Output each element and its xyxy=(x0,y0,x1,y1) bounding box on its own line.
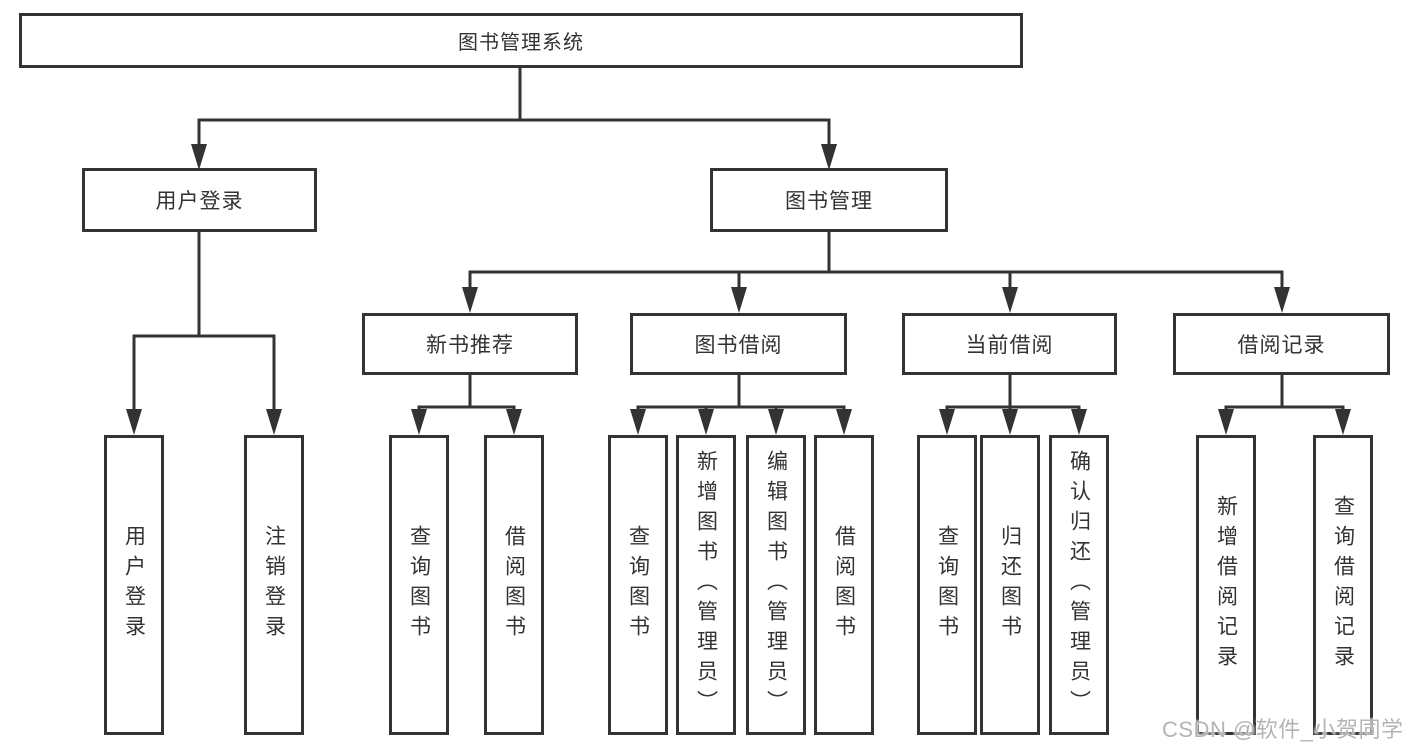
node-leaf-edit-book-admin-label: 编辑图书（管理员） xyxy=(764,450,788,720)
node-leaf-add-book-admin: 新增图书（管理员） xyxy=(676,435,736,735)
node-leaf-user-login: 用户登录 xyxy=(104,435,164,735)
node-leaf-borrow-book-2-label: 借阅图书 xyxy=(832,525,856,645)
node-leaf-return-book-label: 归还图书 xyxy=(998,525,1022,645)
node-leaf-query-book-1-label: 查询图书 xyxy=(407,525,431,645)
node-borrowing-records-label: 借阅记录 xyxy=(1237,334,1326,357)
node-leaf-query-book-3-label: 查询图书 xyxy=(935,525,959,645)
node-new-book-recommend-label: 新书推荐 xyxy=(426,334,514,357)
node-current-borrowing-label: 当前借阅 xyxy=(965,334,1054,357)
node-book-borrowing-label: 图书借阅 xyxy=(694,334,783,357)
node-library-management-system-label: 图书管理系统 xyxy=(458,32,584,54)
node-user-login: 用户登录 xyxy=(82,168,317,232)
node-leaf-add-borrow-record-label: 新增借阅记录 xyxy=(1214,495,1238,675)
node-leaf-confirm-return-admin-label: 确认归还（管理员） xyxy=(1067,450,1091,720)
node-leaf-add-borrow-record: 新增借阅记录 xyxy=(1196,435,1256,735)
node-leaf-query-borrow-record: 查询借阅记录 xyxy=(1313,435,1373,735)
node-book-management-label: 图书管理 xyxy=(785,190,873,213)
node-borrowing-records: 借阅记录 xyxy=(1173,313,1390,375)
node-leaf-edit-book-admin: 编辑图书（管理员） xyxy=(746,435,806,735)
node-leaf-add-book-admin-label: 新增图书（管理员） xyxy=(694,450,718,720)
node-leaf-query-book-2-label: 查询图书 xyxy=(626,525,650,645)
node-leaf-borrow-book-1-label: 借阅图书 xyxy=(502,525,526,645)
node-user-login-label: 用户登录 xyxy=(155,190,244,213)
node-leaf-logout: 注销登录 xyxy=(244,435,304,735)
node-leaf-logout-label: 注销登录 xyxy=(262,525,286,645)
node-leaf-query-book-1: 查询图书 xyxy=(389,435,449,735)
node-current-borrowing: 当前借阅 xyxy=(902,313,1117,375)
node-book-management: 图书管理 xyxy=(710,168,948,232)
node-leaf-user-login-label: 用户登录 xyxy=(122,525,146,645)
node-leaf-borrow-book-2: 借阅图书 xyxy=(814,435,874,735)
node-leaf-query-book-3: 查询图书 xyxy=(917,435,977,735)
csdn-watermark: CSDN @软件_小贺同学 xyxy=(1162,717,1404,742)
node-leaf-confirm-return-admin: 确认归还（管理员） xyxy=(1049,435,1109,735)
node-leaf-return-book: 归还图书 xyxy=(980,435,1040,735)
node-library-management-system: 图书管理系统 xyxy=(19,13,1023,68)
node-new-book-recommend: 新书推荐 xyxy=(362,313,578,375)
node-leaf-borrow-book-1: 借阅图书 xyxy=(484,435,544,735)
node-book-borrowing: 图书借阅 xyxy=(630,313,847,375)
node-leaf-query-book-2: 查询图书 xyxy=(608,435,668,735)
node-leaf-query-borrow-record-label: 查询借阅记录 xyxy=(1331,495,1355,675)
